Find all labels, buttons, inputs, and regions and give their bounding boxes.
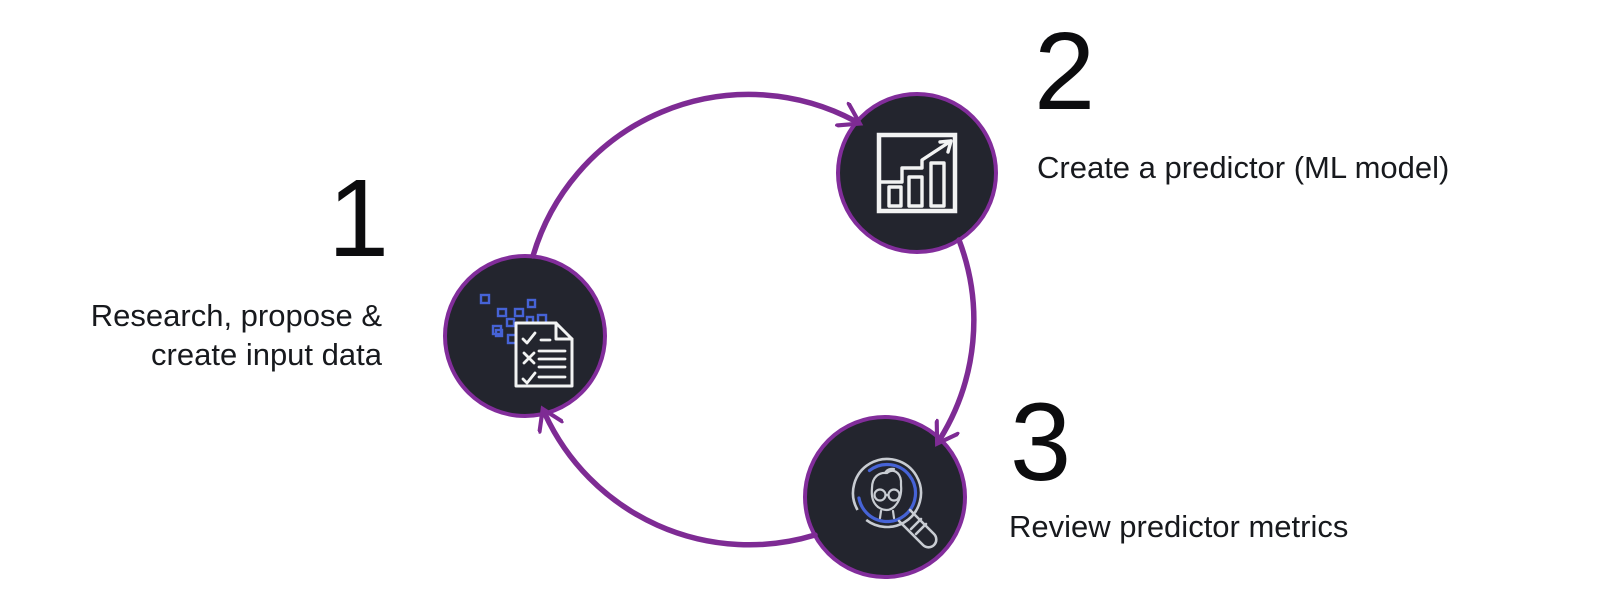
step-3-number: 3	[1010, 381, 1071, 504]
step-2-number: 2	[1034, 10, 1095, 133]
step-1-circle	[443, 254, 607, 418]
arrow-step3-to-step1	[545, 414, 818, 548]
step-3-circle	[803, 415, 967, 579]
arrow-step2-to-step3	[940, 237, 977, 439]
step-3-label: Review predictor metrics	[1009, 509, 1349, 544]
checklist-document-icon	[479, 293, 574, 388]
step-1-number: 1	[327, 157, 389, 280]
arrow-step1-to-step2	[530, 91, 855, 259]
step-2-label: Create a predictor (ML model)	[1037, 150, 1450, 185]
step-1-label: Research, propose & create input data	[90, 298, 382, 372]
bar-chart-growth-icon	[876, 132, 958, 214]
step-2-circle	[836, 92, 998, 254]
magnifier-person-icon	[851, 457, 938, 549]
